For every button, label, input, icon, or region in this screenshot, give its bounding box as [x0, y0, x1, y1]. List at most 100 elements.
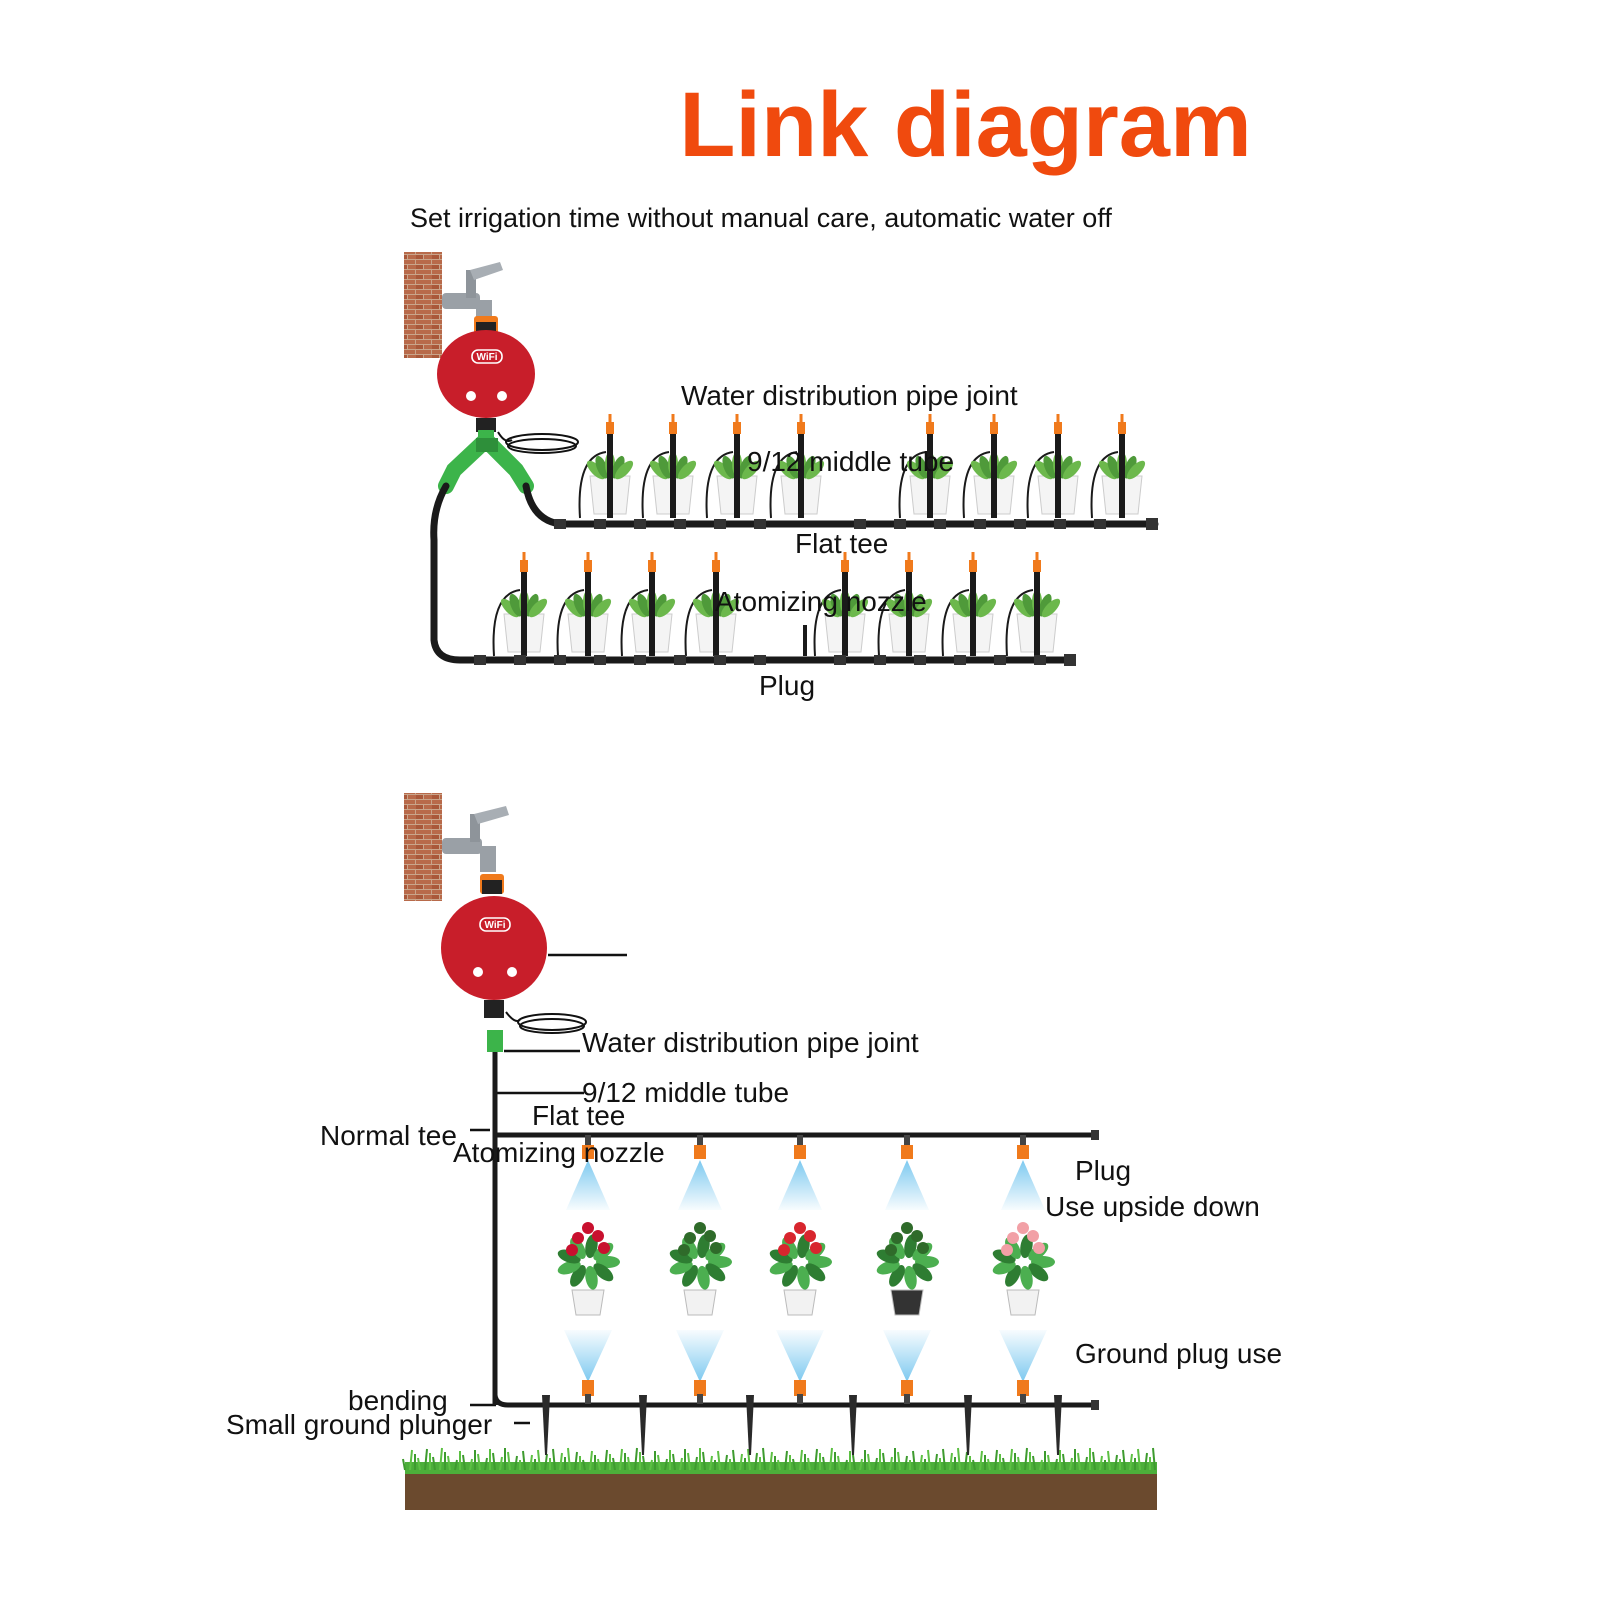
tee-connector	[1020, 1394, 1026, 1404]
grass-blade	[432, 1456, 436, 1471]
leaf	[995, 455, 1009, 479]
leaf	[1107, 455, 1121, 479]
grass-blade	[1039, 1459, 1043, 1471]
leaf	[1059, 455, 1073, 479]
leaf	[669, 1260, 693, 1275]
mist-spray	[778, 1160, 822, 1210]
nozzle-tip	[735, 414, 739, 423]
atomizing-nozzle	[1017, 1145, 1029, 1159]
leaf	[570, 1237, 586, 1259]
potted-plant	[705, 414, 761, 519]
tee-connector	[697, 1394, 703, 1404]
flower	[592, 1230, 604, 1242]
top-diagram: WiFi	[404, 252, 1159, 666]
drip-stake	[842, 570, 848, 656]
pot	[890, 1289, 924, 1316]
flower	[885, 1244, 897, 1256]
grass-blade	[484, 1457, 488, 1471]
flat-tee	[634, 519, 646, 529]
grass-blade	[402, 1458, 406, 1471]
label-middle-tube: 9/12 middle tube	[747, 446, 955, 477]
grass-blade	[679, 1457, 683, 1471]
micro-tube	[620, 589, 649, 657]
ground-stake	[746, 1395, 754, 1455]
leaf	[720, 598, 740, 618]
cable-coil	[505, 1011, 587, 1034]
soil-strip	[405, 1470, 1157, 1510]
grass-blade	[1084, 1456, 1088, 1471]
grass-blade	[927, 1449, 931, 1471]
micro-tube	[877, 589, 906, 657]
flower	[810, 1242, 822, 1254]
label-small-ground-plunger: Small ground plunger	[226, 1409, 493, 1440]
grass-blade	[529, 1454, 533, 1471]
label-water-distribution-joint: Water distribution pipe joint	[582, 1027, 919, 1058]
leaf	[782, 1265, 798, 1287]
atomizing-nozzle	[648, 560, 656, 572]
flower-pot	[557, 1222, 620, 1316]
grass-blade	[987, 1458, 991, 1471]
flat-tee	[714, 655, 726, 665]
grass-blade	[994, 1449, 998, 1471]
leaf	[637, 593, 651, 617]
nozzle-tip	[650, 552, 654, 561]
pot	[683, 1289, 717, 1316]
grass-blade	[1099, 1455, 1103, 1471]
flat-tee	[594, 519, 606, 529]
grass-blade	[672, 1453, 676, 1471]
y-splitter	[438, 432, 534, 494]
atomizing-nozzle	[990, 422, 998, 434]
atomizing-nozzle	[669, 422, 677, 434]
grass-blade	[769, 1451, 773, 1471]
flat-tee	[994, 655, 1006, 665]
leaf	[931, 455, 945, 479]
leaf	[992, 1260, 1016, 1275]
leaf	[1123, 455, 1137, 479]
flat-tee	[474, 655, 486, 665]
flat-tee	[554, 519, 566, 529]
grass-blade	[777, 1459, 781, 1471]
grass-blade	[807, 1457, 811, 1471]
leader-lines	[470, 953, 627, 1425]
wifi-badge: WiFi	[476, 352, 497, 363]
leaf	[738, 455, 752, 479]
drip-stake	[970, 570, 976, 656]
grass-blade	[972, 1459, 976, 1471]
leaf	[1041, 598, 1061, 618]
flat-tee	[834, 655, 846, 665]
leaf	[589, 593, 603, 617]
label-normal-tee: Normal tee	[320, 1120, 457, 1151]
leaf	[614, 460, 634, 480]
grass-blade	[792, 1458, 796, 1471]
nozzle-tip	[843, 552, 847, 561]
grass-blade	[724, 1454, 728, 1471]
wifi-badge: WiFi	[484, 920, 505, 931]
grass-blade	[957, 1447, 961, 1471]
nozzle-tip	[522, 552, 526, 561]
potted-plant	[556, 552, 612, 657]
leaf	[1043, 455, 1057, 479]
grass-blade	[762, 1447, 766, 1471]
flower	[1033, 1242, 1045, 1254]
flower-pot	[769, 1222, 832, 1316]
flower-pot	[669, 1222, 732, 1316]
grass-blade	[919, 1454, 923, 1471]
leaf	[805, 1263, 826, 1282]
grass-blade	[942, 1448, 946, 1471]
leaf	[701, 593, 715, 617]
grass-blade	[649, 1459, 653, 1471]
flower	[891, 1232, 903, 1244]
flower	[1017, 1222, 1029, 1234]
mist-spray	[776, 1330, 824, 1382]
leaf	[656, 598, 676, 618]
flower	[804, 1230, 816, 1242]
tee-connector	[797, 1394, 803, 1404]
wifi-timer: WiFi	[441, 874, 547, 1052]
leaf	[697, 1265, 710, 1290]
leaf	[573, 593, 587, 617]
flower-pots	[557, 1222, 1055, 1316]
grass-blade	[567, 1447, 571, 1471]
label-flat-tee: Flat tee	[795, 528, 889, 559]
atomizing-nozzle	[1054, 422, 1062, 434]
atomizing-nozzle	[582, 1145, 594, 1159]
